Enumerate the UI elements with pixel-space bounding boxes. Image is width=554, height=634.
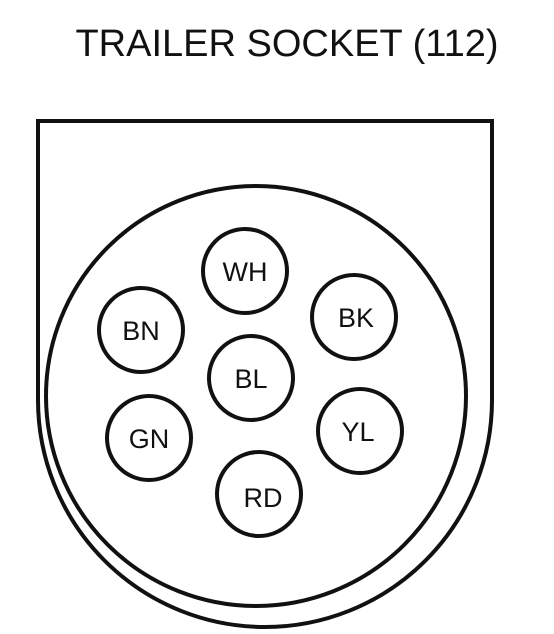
pin-bl-label: BL	[234, 364, 267, 394]
pin-rd-label: RD	[244, 483, 283, 513]
pin-gn-label: GN	[129, 424, 170, 454]
pin-gn: GN	[105, 394, 193, 482]
pin-bk-circle	[310, 273, 398, 361]
pin-wh-circle	[201, 227, 289, 315]
pin-bl-circle	[207, 334, 295, 422]
pin-rd-circle	[215, 450, 303, 538]
pin-rd: RD	[215, 450, 303, 538]
pin-bk: BK	[310, 273, 398, 361]
pin-bl: BL	[207, 334, 295, 422]
pin-bn-circle	[97, 286, 185, 374]
pin-yl-circle	[316, 387, 404, 475]
socket-housing	[36, 119, 494, 629]
socket-face	[44, 184, 468, 608]
pin-gn-circle	[105, 394, 193, 482]
pin-wh-label: WH	[223, 257, 268, 287]
pin-bn-label: BN	[122, 316, 160, 346]
pin-yl: YL	[316, 387, 404, 475]
diagram-title: TRAILER SOCKET (112)	[75, 23, 499, 65]
pin-bn: BN	[97, 286, 185, 374]
pin-wh: WH	[201, 227, 289, 315]
pin-yl-label: YL	[341, 417, 374, 447]
pin-bk-label: BK	[338, 303, 374, 333]
